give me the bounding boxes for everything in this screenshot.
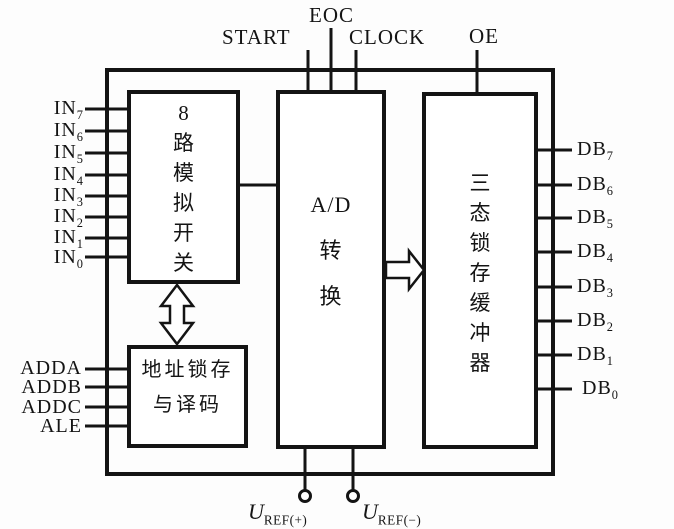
caption-char: 模 <box>173 161 194 185</box>
caption-char: 关 <box>173 251 194 275</box>
pin-label-in1: IN1 <box>28 225 84 251</box>
caption-char: 器 <box>469 351 491 375</box>
caption-char: 冲 <box>469 321 491 345</box>
caption-line: 转 <box>319 238 343 263</box>
pin-label-ale: ALE <box>40 415 82 437</box>
address-latch-caption: 地址锁存 与译码 <box>129 356 246 419</box>
pin-label-db6: DB6 <box>577 172 614 198</box>
top-control-wires <box>306 28 479 96</box>
pin-sub: 4 <box>76 174 84 188</box>
caption-char: 存 <box>469 261 491 285</box>
tristate-buffer-caption: 三 态 锁 存 缓 冲 器 <box>424 170 536 376</box>
pin-base: U <box>362 499 378 524</box>
pin-label-in2: IN2 <box>28 204 84 230</box>
address-wires <box>85 367 131 428</box>
pin-label-start: START <box>222 25 291 49</box>
pin-label-uref-plus: UREF(+) <box>248 499 308 528</box>
pin-base: DB <box>577 138 607 160</box>
pin-label-in0: IN0 <box>28 245 84 271</box>
pin-label-db5: DB5 <box>577 205 614 231</box>
pin-label-eoc: EOC <box>309 3 354 27</box>
pin-sub: REF(−) <box>377 512 422 528</box>
pin-sub: 5 <box>606 217 614 231</box>
switch-latch-double-arrow-icon <box>158 282 196 347</box>
caption-char: 锁 <box>469 231 491 255</box>
pin-label-in6: IN6 <box>28 118 84 144</box>
caption-char: 拟 <box>173 191 194 215</box>
pin-sub: 3 <box>76 195 84 209</box>
pin-label-in5: IN5 <box>28 140 84 166</box>
pin-base: IN <box>53 246 77 268</box>
pin-label-clock: CLOCK <box>349 25 426 49</box>
pin-base: IN <box>53 205 77 227</box>
caption-char: 缓 <box>469 291 491 315</box>
caption-char: 路 <box>173 131 194 155</box>
pin-base: DB <box>577 240 607 262</box>
pin-sub: 0 <box>76 257 84 271</box>
pin-sub: 2 <box>76 216 84 230</box>
ad-to-buffer-arrow-icon <box>384 247 426 293</box>
pin-label-db1: DB1 <box>577 342 614 368</box>
pin-sub: 1 <box>76 237 84 251</box>
pin-base: DB <box>582 377 612 399</box>
pin-sub: 0 <box>611 388 619 402</box>
caption-line: 与译码 <box>153 394 222 416</box>
analog-switch-caption: 8 路 模 拟 开 关 <box>129 100 238 276</box>
pin-label-in3: IN3 <box>28 183 84 209</box>
caption-line: A/D <box>310 192 352 217</box>
caption-char: 态 <box>469 201 491 225</box>
pin-label-in4: IN4 <box>28 162 84 188</box>
uref-plus-terminal <box>298 489 312 503</box>
ad-converter-caption: A/D 转 换 <box>278 190 384 312</box>
pin-sub: 3 <box>606 286 614 300</box>
pin-label-oe: OE <box>469 24 499 48</box>
pin-base: DB <box>577 173 607 195</box>
pin-label-uref-minus: UREF(−) <box>362 499 422 528</box>
ad-converter-block <box>276 90 386 449</box>
uref-minus-terminal <box>346 489 360 503</box>
pin-sub: 7 <box>76 108 84 122</box>
pin-base: IN <box>53 97 77 119</box>
pin-sub: 2 <box>606 320 614 334</box>
analog-input-wires <box>85 107 131 259</box>
pin-base: DB <box>577 309 607 331</box>
pin-base: U <box>248 499 264 524</box>
tristate-buffer-block <box>422 92 538 449</box>
pin-label-addb: ADDB <box>21 376 82 398</box>
pin-label-adda: ADDA <box>20 357 82 379</box>
pin-base: DB <box>577 275 607 297</box>
pin-label-db2: DB2 <box>577 308 614 334</box>
pin-sub: 1 <box>606 354 614 368</box>
pin-label-db4: DB4 <box>577 239 614 265</box>
pin-label-db0: DB0 <box>582 376 619 402</box>
pin-label-db3: DB3 <box>577 274 614 300</box>
data-output-wires <box>534 148 572 391</box>
pin-sub: 7 <box>606 149 614 163</box>
pin-label-db7: DB7 <box>577 137 614 163</box>
pin-label-in7: IN7 <box>28 96 84 122</box>
caption-line: 换 <box>319 284 343 309</box>
pin-sub: 5 <box>76 152 84 166</box>
pin-sub: 4 <box>606 251 614 265</box>
pin-base: DB <box>577 343 607 365</box>
caption-line: 地址锁存 <box>141 359 234 381</box>
caption-char: 三 <box>469 171 491 195</box>
pin-base: DB <box>577 206 607 228</box>
pin-sub: 6 <box>606 184 614 198</box>
pin-base: IN <box>53 163 77 185</box>
reference-wires <box>298 447 360 503</box>
pin-base: IN <box>53 141 77 163</box>
pin-sub: 6 <box>76 130 84 144</box>
pin-base: IN <box>53 184 77 206</box>
pin-sub: REF(+) <box>263 512 308 528</box>
caption-char: 8 <box>178 101 189 125</box>
analog-switch-block <box>127 90 240 284</box>
address-latch-block <box>127 345 248 448</box>
pin-label-addc: ADDC <box>21 396 82 418</box>
pin-base: IN <box>53 119 77 141</box>
caption-char: 开 <box>173 221 194 245</box>
pin-base: IN <box>53 226 77 248</box>
